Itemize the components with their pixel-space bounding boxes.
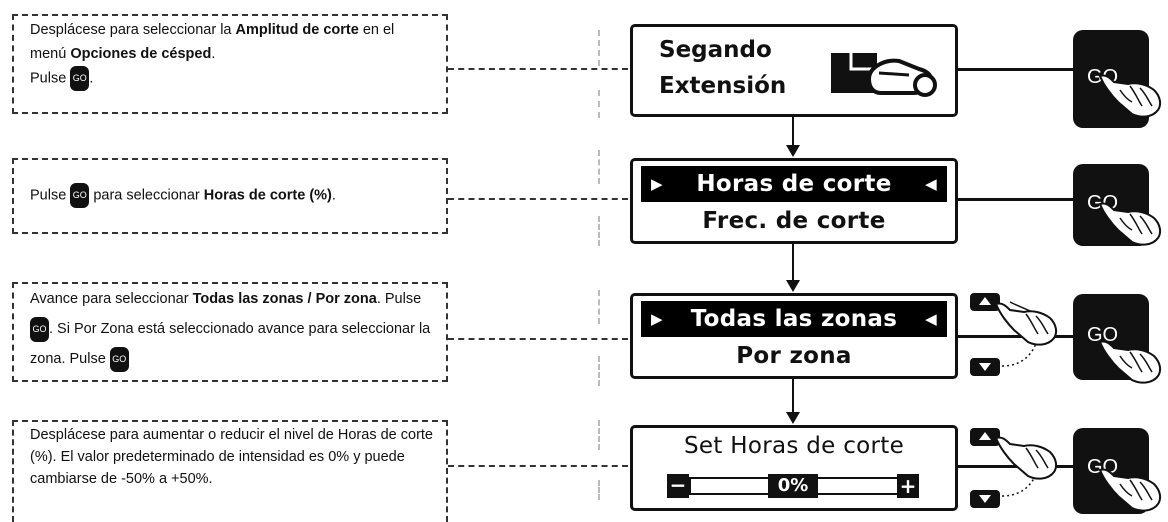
arrow-down-icon (786, 145, 800, 157)
note-text: . (211, 46, 216, 62)
instruction-note-4: Desplácese para aumentar o reducir el ni… (12, 420, 448, 522)
instruction-note-1: Desplácese para seleccionar la Amplitud … (12, 14, 448, 114)
separator (598, 356, 600, 386)
level-bar: − 0% + (667, 474, 919, 498)
note-text: Desplácese para seleccionar la (30, 22, 236, 38)
selector-right-icon: ◀ (925, 175, 937, 193)
screen2-line1: Horas de corte (696, 171, 892, 197)
connector-3 (448, 338, 628, 340)
note-bold: Todas las zonas / Por zona (192, 291, 377, 307)
instruction-note-2: Pulse GO para seleccionar Horas de corte… (12, 158, 448, 234)
minus-icon: − (667, 474, 689, 498)
separator (598, 30, 600, 66)
note-text: . Pulse (376, 291, 422, 307)
screen3-line1: Todas las zonas (690, 306, 898, 332)
selector-right-icon: ◀ (925, 310, 937, 328)
link-line-1 (958, 68, 1078, 71)
selector-left-icon: ▶ (651, 310, 663, 328)
note-bold: Opciones de césped (70, 46, 212, 62)
separator (598, 150, 600, 184)
connector-4 (448, 465, 628, 467)
separator (598, 90, 600, 118)
lcd-screen-3: ▶ Todas las zonas ◀ Por zona (630, 293, 958, 379)
up-button[interactable] (970, 293, 1000, 311)
screen1-line1: Segando (659, 37, 772, 63)
note-text: . Si Por Zona está seleccionado avance p… (30, 321, 431, 367)
link-line-3 (958, 335, 1078, 338)
note-text: Desplácese para aumentar o reducir el ni… (30, 427, 433, 487)
note-text: Pulse (30, 70, 71, 87)
up-button[interactable] (970, 428, 1000, 446)
go-chip-icon: GO (70, 183, 90, 208)
flow-arrow-2 (792, 244, 794, 280)
hand-pointer-icon (994, 436, 1058, 480)
selector-left-icon: ▶ (651, 175, 663, 193)
note-bold: Amplitud de corte (235, 22, 359, 38)
screen4-title: Set Horas de corte (683, 433, 905, 459)
lcd-screen-1: Segando Extensión (630, 24, 958, 117)
arrow-down-icon (786, 280, 800, 292)
hand-pointer-icon (1098, 340, 1162, 384)
lcd-screen-2: ▶ Horas de corte ◀ Frec. de corte (630, 158, 958, 244)
go-chip-icon: GO (30, 316, 49, 342)
separator (598, 480, 600, 500)
separator (598, 290, 600, 324)
down-button[interactable] (970, 358, 1000, 376)
flow-arrow-1 (792, 117, 794, 147)
flow-arrow-3 (792, 379, 794, 413)
note-text: Avance para seleccionar (30, 291, 193, 307)
note-text: . (89, 70, 94, 87)
go-chip-icon: GO (70, 66, 90, 91)
screen2-selected-line: ▶ Horas de corte ◀ (641, 166, 947, 202)
note-bold: Horas de corte (%) (203, 187, 332, 204)
instruction-note-3: Avance para seleccionar Todas las zonas … (12, 282, 448, 382)
screen3-line2: Por zona (736, 343, 852, 369)
separator (598, 420, 600, 450)
separator (598, 216, 600, 246)
link-line-2 (958, 198, 1078, 201)
level-value: 0% (768, 474, 818, 498)
mower-icon (831, 53, 937, 97)
hand-pointer-icon (1098, 468, 1162, 512)
note-text: . (331, 187, 336, 204)
go-chip-icon: GO (109, 346, 129, 372)
lcd-screen-4: Set Horas de corte − 0% + (630, 425, 958, 511)
hand-pointer-icon (1098, 202, 1162, 246)
screen2-line2: Frec. de corte (702, 208, 886, 234)
arrow-down-icon (786, 412, 800, 424)
plus-icon: + (897, 474, 919, 498)
screen1-line2: Extensión (659, 73, 787, 99)
note-text: Pulse (30, 187, 71, 204)
note-text: para seleccionar (89, 187, 204, 204)
go-label: GO (1087, 324, 1119, 346)
note-text: en el menú (30, 22, 395, 62)
hand-pointer-icon (994, 302, 1058, 346)
hand-pointer-icon (1098, 74, 1162, 118)
down-button[interactable] (970, 490, 1000, 508)
connector-2 (448, 198, 628, 200)
screen3-selected-line: ▶ Todas las zonas ◀ (641, 301, 947, 337)
connector-1 (448, 68, 628, 70)
